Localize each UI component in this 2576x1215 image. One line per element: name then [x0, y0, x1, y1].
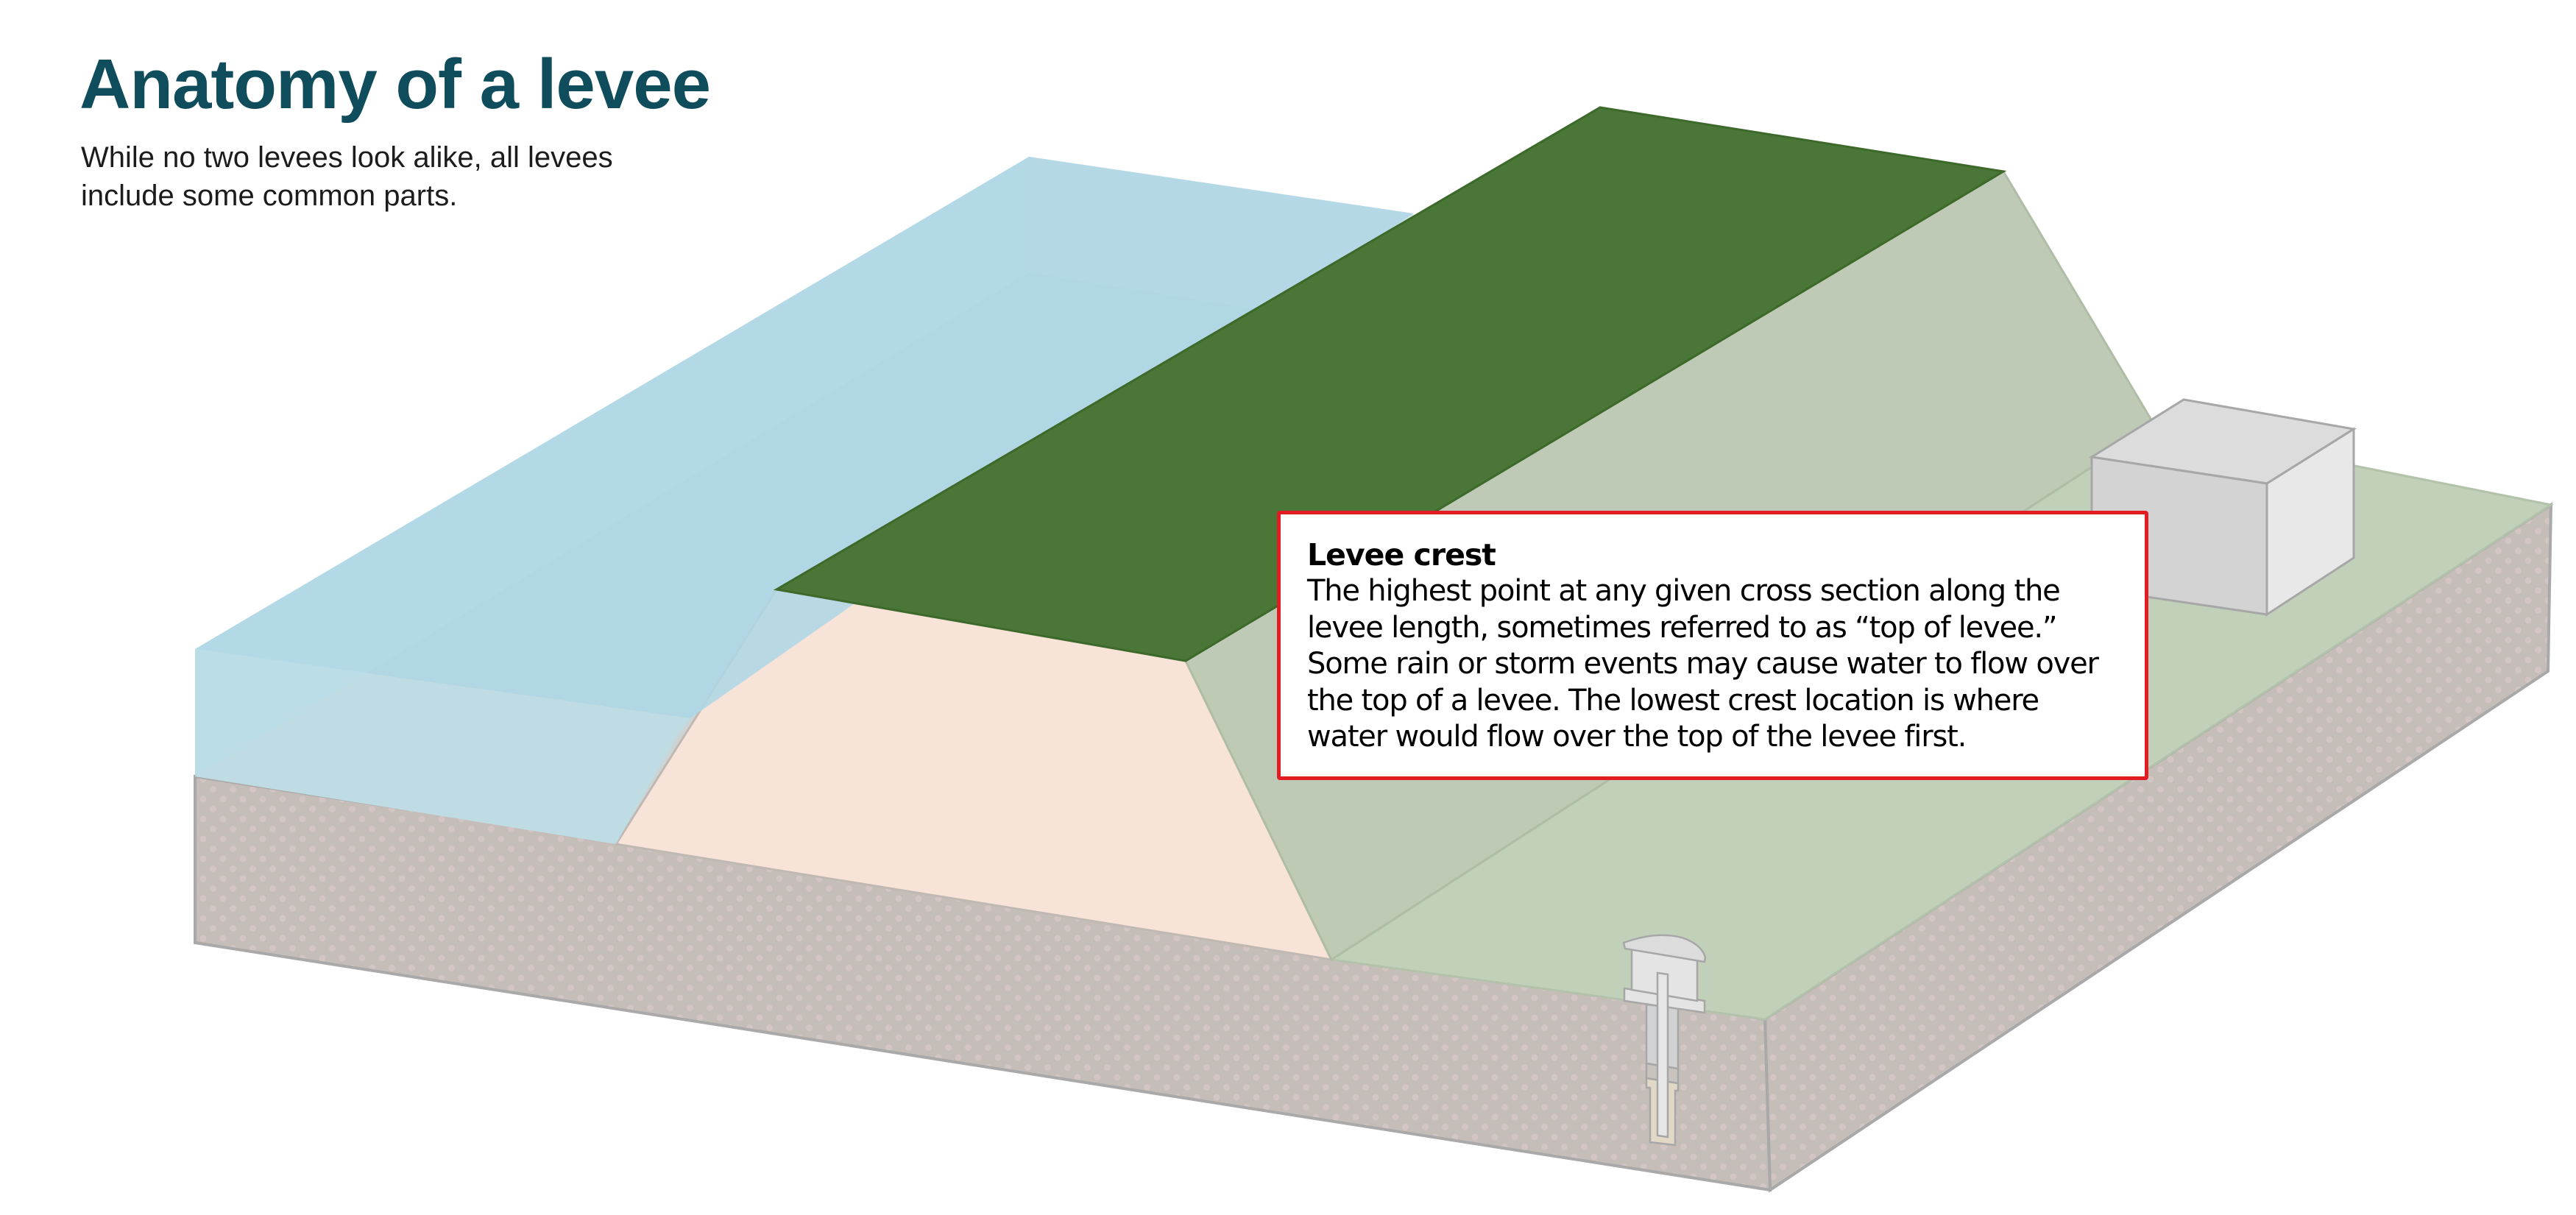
- callout-body: The highest point at any given cross sec…: [1307, 574, 2099, 754]
- monitoring-well: [1622, 934, 1707, 1147]
- page-subtitle: While no two levees look alike, all leve…: [81, 141, 613, 212]
- well-cap: [1622, 934, 1707, 963]
- callout-title: Levee crest: [1307, 537, 1496, 573]
- water-side-face: [195, 157, 1029, 776]
- levee-crest: [773, 106, 2007, 662]
- levee-crest-callout: Levee crest The highest point at any giv…: [1277, 511, 2148, 780]
- building: [2088, 398, 2357, 617]
- page-title: Anatomy of a levee: [79, 45, 711, 124]
- header: Anatomy of a levee While no two levees l…: [79, 46, 742, 215]
- building-side: [2265, 427, 2355, 617]
- well-riser-pipe: [1656, 971, 1669, 1138]
